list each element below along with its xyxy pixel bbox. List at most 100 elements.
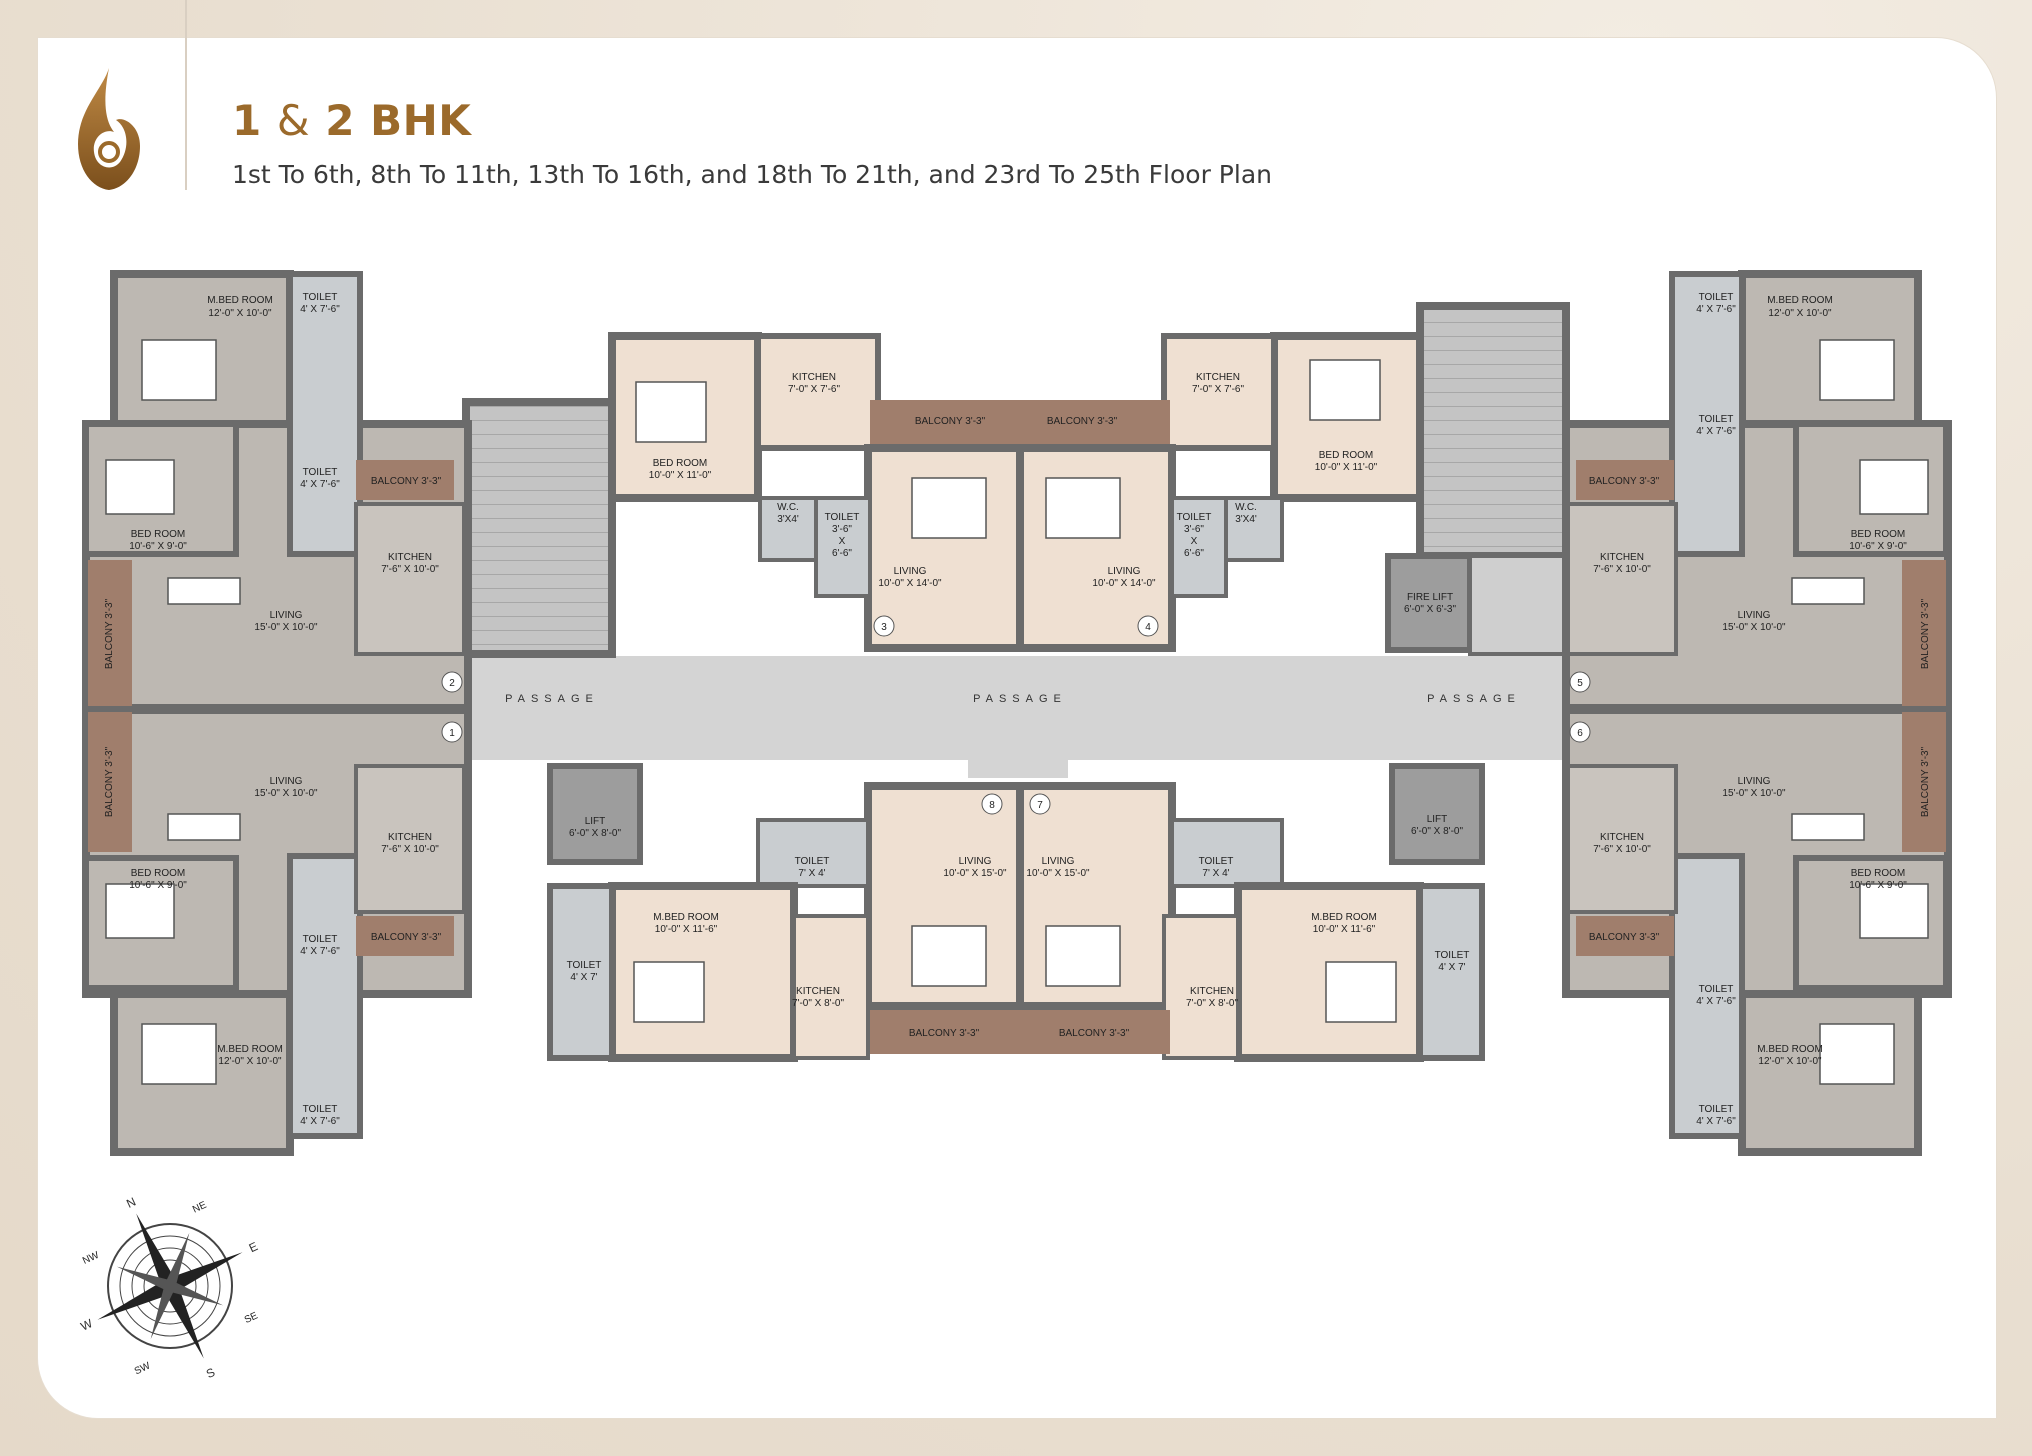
label-kitchen-dim-6: 7'-0" X 7'-6" (1192, 384, 1245, 395)
label-mbed-6: M.BED ROOM (1311, 912, 1377, 923)
label-bed-4: BED ROOM (1851, 868, 1905, 879)
label-bed-dim-6: 10'-0" X 11'-0" (1315, 462, 1378, 473)
label-wc-2: W.C. (1235, 502, 1257, 513)
label-bed-dim-4: 10'-6" X 9'-0" (1849, 880, 1907, 891)
label-fire-lift: FIRE LIFT (1407, 592, 1453, 603)
flat-number-5: 5 (1569, 671, 1591, 693)
label-toilet-dim-14: 4' X 7' (1438, 962, 1465, 973)
label-kitchen-3: KITCHEN (1600, 552, 1644, 563)
label-toilet-11: TOILET (795, 856, 830, 867)
label-toilet-4: TOILET (303, 1104, 338, 1115)
label-kitchen-dim-5: 7'-0" X 7'-6" (788, 384, 841, 395)
title-amp: & (276, 96, 311, 145)
page-subtitle: 1st To 6th, 8th To 11th, 13th To 16th, a… (232, 160, 1272, 189)
staircase-right (1416, 302, 1570, 560)
label-mbed-dim-1: 12'-0" X 10'-0" (208, 308, 272, 319)
label-ctoilet-c2: 6'-6" (1184, 548, 1204, 559)
compass-e: E (247, 1239, 260, 1255)
svg-text:2: 2 (449, 678, 455, 689)
flat-1-bottom-left (82, 706, 472, 1156)
label-lift-1: LIFT (585, 816, 606, 827)
label-toilet-10: TOILET (1177, 512, 1212, 523)
furniture (105, 339, 1929, 1085)
page-title: 1 & 2 BHK (232, 96, 471, 145)
label-toilet-dim-2: 4' X 7'-6" (300, 479, 340, 490)
title-part1: 1 (232, 96, 262, 145)
label-toilet-dim-13: 7' X 4' (1202, 868, 1229, 879)
passage-label-left: PASSAGE (505, 693, 599, 705)
flame-logo-icon (78, 68, 140, 190)
label-wc-1: W.C. (777, 502, 799, 513)
lift-right (1389, 763, 1485, 865)
label-bed-dim-2: 10'-6" X 9'-0" (129, 880, 187, 891)
label-balcony-6: BALCONY 3'-3" (1047, 416, 1118, 427)
flat-number-4: 4 (1137, 615, 1159, 637)
label-living-3: LIVING (1738, 610, 1771, 621)
label-kitchen-1: KITCHEN (388, 552, 432, 563)
label-toilet-dim-12: 4' X 7' (570, 972, 597, 983)
label-bed-3: BED ROOM (1851, 529, 1905, 540)
label-toilet-5: TOILET (1699, 292, 1734, 303)
title-part2: 2 BHK (325, 96, 472, 145)
label-kitchen-dim-3: 7'-6" X 10'-0" (1593, 564, 1651, 575)
svg-text:4: 4 (1145, 622, 1151, 633)
label-toilet-dim-7: 4' X 7'-6" (1696, 996, 1736, 1007)
label-balcony-5: BALCONY 3'-3" (915, 416, 986, 427)
label-lift-dim-1: 6'-0" X 8'-0" (569, 828, 622, 839)
label-lift-2: LIFT (1427, 814, 1448, 825)
label-living-2: LIVING (270, 776, 303, 787)
label-bed-dim-3: 10'-6" X 9'-0" (1849, 541, 1907, 552)
label-toilet-3: TOILET (303, 934, 338, 945)
svg-text:5: 5 (1577, 678, 1583, 689)
label-toilet-1: TOILET (303, 292, 338, 303)
label-ctoilet-b1: X (839, 536, 846, 547)
label-kitchen-4: KITCHEN (1600, 832, 1644, 843)
label-ctoilet-b2: X (1191, 536, 1198, 547)
compass-s: S (204, 1365, 217, 1381)
svg-text:8: 8 (989, 800, 995, 811)
compass-se: SE (243, 1310, 260, 1326)
header-divider (185, 0, 187, 190)
label-toilet-dim-4: 4' X 7'-6" (300, 1116, 340, 1127)
label-balcony-v2: BALCONY 3'-3" (104, 746, 115, 817)
fire-lift (1385, 553, 1473, 653)
label-bed-2: BED ROOM (131, 868, 185, 879)
label-kitchen-8: KITCHEN (1190, 986, 1234, 997)
label-living-dim-6: 10'-0" X 14'-0" (1092, 578, 1156, 589)
label-toilet-dim-3: 4' X 7'-6" (300, 946, 340, 957)
compass-n: N (124, 1194, 138, 1210)
label-mbed-dim-4: 12'-0" X 10'-0" (1758, 1056, 1822, 1067)
label-bed-6: BED ROOM (1319, 450, 1373, 461)
label-living-dim-1: 15'-0" X 10'-0" (254, 622, 318, 633)
label-living-dim-4: 15'-0" X 10'-0" (1722, 788, 1786, 799)
label-toilet-6: TOILET (1699, 414, 1734, 425)
label-wc-dim-2: 3'X4' (1235, 514, 1257, 525)
staircase-left (462, 398, 616, 658)
label-living-dim-7: 10'-0" X 15'-0" (943, 868, 1007, 879)
label-balcony-v4: BALCONY 3'-3" (1920, 746, 1931, 817)
label-toilet-8: TOILET (1699, 1104, 1734, 1115)
label-balcony-v3: BALCONY 3'-3" (1920, 598, 1931, 669)
label-living-dim-8: 10'-0" X 15'-0" (1026, 868, 1090, 879)
label-mbed-dim-3: 12'-0" X 10'-0" (1768, 308, 1832, 319)
label-toilet-dim-1: 4' X 7'-6" (300, 304, 340, 315)
label-kitchen-5: KITCHEN (792, 372, 836, 383)
label-bed-5: BED ROOM (653, 458, 707, 469)
label-ctoilet-a2: 3'-6" (1184, 524, 1204, 535)
compass-w: W (79, 1316, 96, 1334)
label-kitchen-6: KITCHEN (1196, 372, 1240, 383)
passage-label-center: PASSAGE (973, 693, 1067, 705)
svg-text:3: 3 (881, 622, 887, 633)
label-kitchen-2: KITCHEN (388, 832, 432, 843)
label-lift-dim-2: 6'-0" X 8'-0" (1411, 826, 1464, 837)
label-ctoilet-a1: 3'-6" (832, 524, 852, 535)
label-mbed-3: M.BED ROOM (1767, 295, 1833, 306)
label-bed-1: BED ROOM (131, 529, 185, 540)
flat-6-bottom-right (1562, 706, 1952, 1156)
label-bed-dim-1: 10'-6" X 9'-0" (129, 541, 187, 552)
label-mbed-5: M.BED ROOM (653, 912, 719, 923)
label-living-4: LIVING (1738, 776, 1771, 787)
flat-number-1: 1 (441, 721, 463, 743)
label-mbed-2: M.BED ROOM (217, 1044, 283, 1055)
